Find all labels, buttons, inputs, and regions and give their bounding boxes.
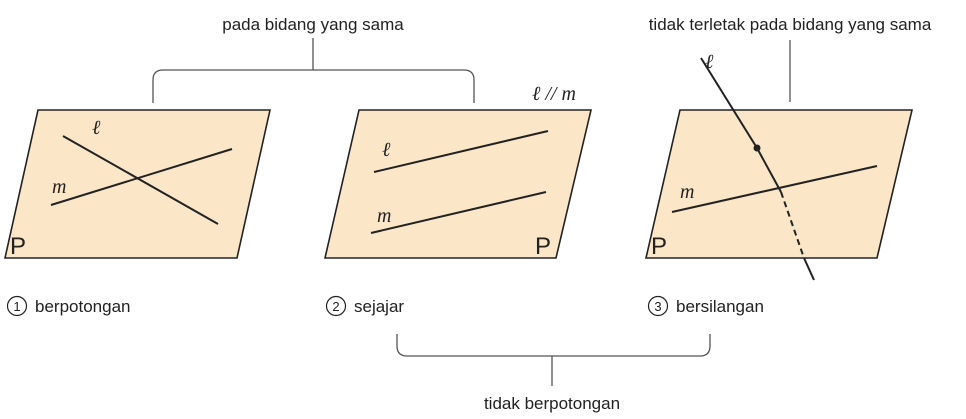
caption-sejajar: sejajar (354, 297, 404, 316)
plane-label-p2: P (535, 233, 551, 260)
caption-not-intersecting: tidak berpotongan (484, 394, 620, 413)
caption-panel-1: 1 berpotongan (6, 295, 130, 317)
panel-skew: ℓ m P (644, 51, 914, 281)
label-l-p2: ℓ (382, 139, 391, 161)
line-m-p3 (671, 165, 878, 213)
number-1: 1 (13, 299, 20, 314)
caption-panel-2: 2 sejajar (325, 295, 404, 317)
parallel-notation: ℓ // m (532, 83, 576, 105)
line-l-p2 (373, 130, 549, 173)
line-m-p1 (50, 148, 233, 206)
caption-not-same-plane: tidak terletak pada bidang yang sama (649, 15, 932, 34)
number-circle-3 (647, 295, 669, 317)
plane-p3 (644, 109, 914, 259)
number-circle-2 (325, 295, 347, 317)
line-m-p2 (370, 191, 547, 234)
label-l-p1: ℓ (92, 117, 101, 139)
line-l-p1 (62, 135, 219, 225)
line-l-p3-below (803, 257, 815, 281)
label-m-p1: m (52, 176, 66, 198)
panel-intersecting: ℓ m P (4, 109, 271, 260)
caption-berpotongan: berpotongan (35, 297, 130, 316)
line-l-p3-above (700, 57, 758, 149)
label-m-p3: m (680, 181, 694, 203)
caption-bersilangan: bersilangan (676, 297, 764, 316)
caption-same-plane: pada bidang yang sama (222, 15, 404, 34)
number-circle-1 (6, 295, 28, 317)
piercing-point (753, 144, 761, 152)
number-2: 2 (332, 299, 339, 314)
caption-panel-3: 3 bersilangan (647, 295, 764, 317)
label-m-p2: m (377, 205, 391, 227)
line-l-p3-through (756, 147, 782, 193)
plane-p2 (323, 109, 593, 259)
line-l-p3-hidden (780, 191, 805, 259)
bracket-same-plane (152, 38, 475, 103)
plane-label-p1: P (10, 233, 26, 260)
bracket-not-intersecting (396, 334, 711, 386)
plane-label-p3: P (651, 233, 667, 260)
label-l-p3: ℓ (705, 51, 714, 73)
number-3: 3 (654, 299, 661, 314)
panel-parallel: ℓ m P ℓ // m (323, 83, 593, 260)
plane-p1 (4, 109, 271, 259)
